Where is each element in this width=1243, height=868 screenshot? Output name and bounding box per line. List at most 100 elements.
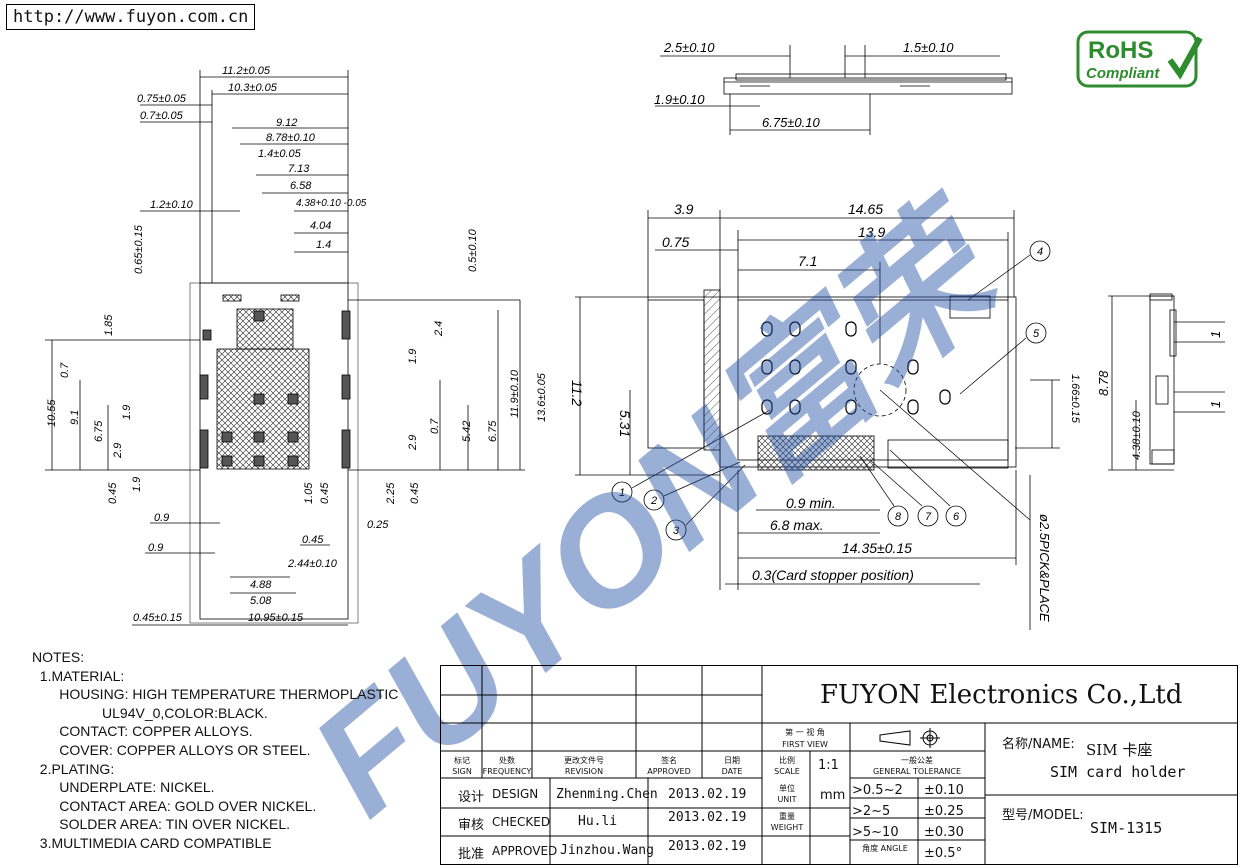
approval-name: Hu.li (578, 814, 618, 829)
dim-label: 1.9 (407, 349, 419, 364)
callout-label: 5 (1033, 328, 1040, 340)
dim-label: 0.65±0.15 (133, 224, 145, 274)
callout-label: 6 (953, 511, 960, 523)
tolerance-range: >5~10 (852, 825, 899, 840)
notes-line: SOLDER AREA: TIN OVER NICKEL. (32, 816, 291, 833)
product-name-en: SIM card holder (1050, 763, 1186, 781)
dim-label: 0.7 (59, 362, 71, 378)
dim-label: 0.45±0.15 (133, 612, 183, 624)
approval-date: 2013.02.19 (668, 839, 747, 854)
dim-label: 0.9 (154, 512, 169, 524)
dim-label: 8.78±0.10 (266, 132, 316, 144)
scale-value: 1:1 (818, 758, 839, 773)
dim-label: 8.78 (1096, 370, 1111, 396)
dim-label: 11.2±0.05 (222, 65, 271, 77)
checkmark-icon (1167, 36, 1203, 80)
dim-label: 1 (1208, 331, 1223, 338)
dim-label: 10.95±0.15 (248, 612, 304, 624)
model-label: 型号/MODEL: (1002, 808, 1084, 823)
weight-label-cn: 重量 (779, 812, 795, 821)
weight-label-en: WEIGHT (770, 823, 804, 832)
tolerance-label-cn: 一般公差 (901, 756, 933, 765)
dim-label: 0.9 min. (786, 495, 836, 511)
dim-label: 5.08 (250, 595, 272, 607)
dim-label: 0.75±0.05 (137, 93, 187, 105)
approval-role-en: CHECKED (492, 815, 551, 829)
dim-label: 1 (1208, 401, 1223, 408)
approval-name: Zhenming.Chen (556, 787, 658, 802)
dim-label: 4.88 (250, 579, 272, 591)
dim-label: 2.4 (433, 321, 445, 337)
header-approved-cn: 签名 (661, 756, 677, 765)
dim-label: 0.45 (107, 482, 119, 504)
company-name: FUYON Electronics Co.,Ltd (820, 680, 1183, 710)
header-date-en: DATE (721, 767, 743, 776)
dim-label: 1.05 (303, 482, 315, 504)
tolerance-value: ±0.30 (924, 825, 964, 840)
dim-label: 4.38±0.10 (1131, 410, 1143, 460)
notes-block: NOTES: 1.MATERIAL: HOUSING: HIGH TEMPERA… (32, 648, 398, 853)
approval-date: 2013.02.19 (668, 810, 747, 825)
dim-label: 0.5±0.10 (467, 228, 479, 272)
dim-label: 0.7 (429, 418, 441, 434)
header-sign-cn: 标记 (454, 756, 470, 765)
approval-role-cn: 审核 (458, 818, 485, 833)
dim-label: 1.9±0.10 (654, 92, 705, 107)
header-revision-cn: 更改文件号 (564, 756, 604, 765)
dim-label: 0.45 (409, 482, 421, 504)
approval-role-en: APPROVED (492, 844, 558, 858)
dim-label: 0.75 (662, 234, 689, 250)
notes-line: HOUSING: HIGH TEMPERATURE THERMOPLASTIC (32, 686, 399, 703)
tolerance-range-angle: 角度 ANGLE (862, 844, 908, 853)
tolerance-value: ±0.5° (924, 846, 963, 861)
unit-label-en: UNIT (777, 795, 797, 804)
dim-label: 9.12 (276, 117, 297, 129)
projection-label-en: FIRST VIEW (782, 740, 828, 749)
notes-line: NOTES: (32, 649, 85, 665)
dim-label: 13.6±0.05 (536, 372, 548, 422)
dim-label: 9.1 (69, 410, 81, 425)
tolerance-value: ±0.25 (924, 804, 964, 819)
dim-label: 2.9 (112, 443, 124, 459)
approval-name: Jinzhou.Wang (560, 843, 654, 858)
approval-role-cn: 设计 (458, 790, 485, 805)
dim-label: 14.65 (848, 201, 883, 217)
callout-label: 8 (895, 511, 902, 523)
dim-label: 0.9 (148, 542, 163, 554)
scale-label-en: SCALE (774, 767, 800, 776)
dim-label: 0.45 (302, 534, 324, 546)
dim-label: 11.9±0.10 (509, 369, 521, 418)
approval-role-en: DESIGN (492, 787, 539, 801)
approval-date: 2013.02.19 (668, 787, 747, 802)
tolerance-range: >2~5 (852, 804, 891, 819)
dim-label: 6.75±0.10 (762, 115, 821, 130)
tolerance-range: >0.5~2 (852, 783, 903, 798)
dim-label: 1.9 (121, 405, 133, 420)
dim-label: 0.25 (367, 519, 389, 531)
model-value: SIM-1315 (1090, 819, 1163, 837)
dim-label: 2.5±0.10 (663, 40, 715, 55)
dim-label: 1.2±0.10 (150, 199, 194, 211)
rohs-subtitle: Compliant (1086, 65, 1160, 82)
dim-label: 1.5±0.10 (903, 40, 954, 55)
dim-label: 5.42 (461, 421, 473, 442)
dim-label: 10.3±0.05 (228, 82, 278, 94)
callout-label: 7 (925, 511, 932, 523)
dim-label: 7.1 (798, 253, 817, 269)
dim-label: 10.55 (46, 399, 58, 427)
dim-label: 1.4 (316, 239, 331, 251)
callout-label: 3 (673, 525, 680, 537)
dim-label: 2.25 (385, 482, 397, 505)
dim-label: 6.75 (93, 420, 105, 442)
tolerance-label-en: GENERAL TOLERANCE (872, 767, 962, 776)
dim-label: 3.9 (674, 201, 694, 217)
rohs-logo: RoHS Compliant (1076, 30, 1203, 88)
notes-line: UNDERPLATE: NICKEL. (32, 779, 215, 796)
tolerance-value: ±0.10 (924, 783, 964, 798)
dim-label: 1.66±0.15 (1069, 374, 1081, 424)
notes-line: COVER: COPPER ALLOYS OR STEEL. (32, 741, 311, 758)
callout-label: 4 (1037, 246, 1043, 258)
notes-line: CONTACT: COPPER ALLOYS. (32, 723, 253, 740)
approval-role-cn: 批准 (458, 847, 485, 862)
